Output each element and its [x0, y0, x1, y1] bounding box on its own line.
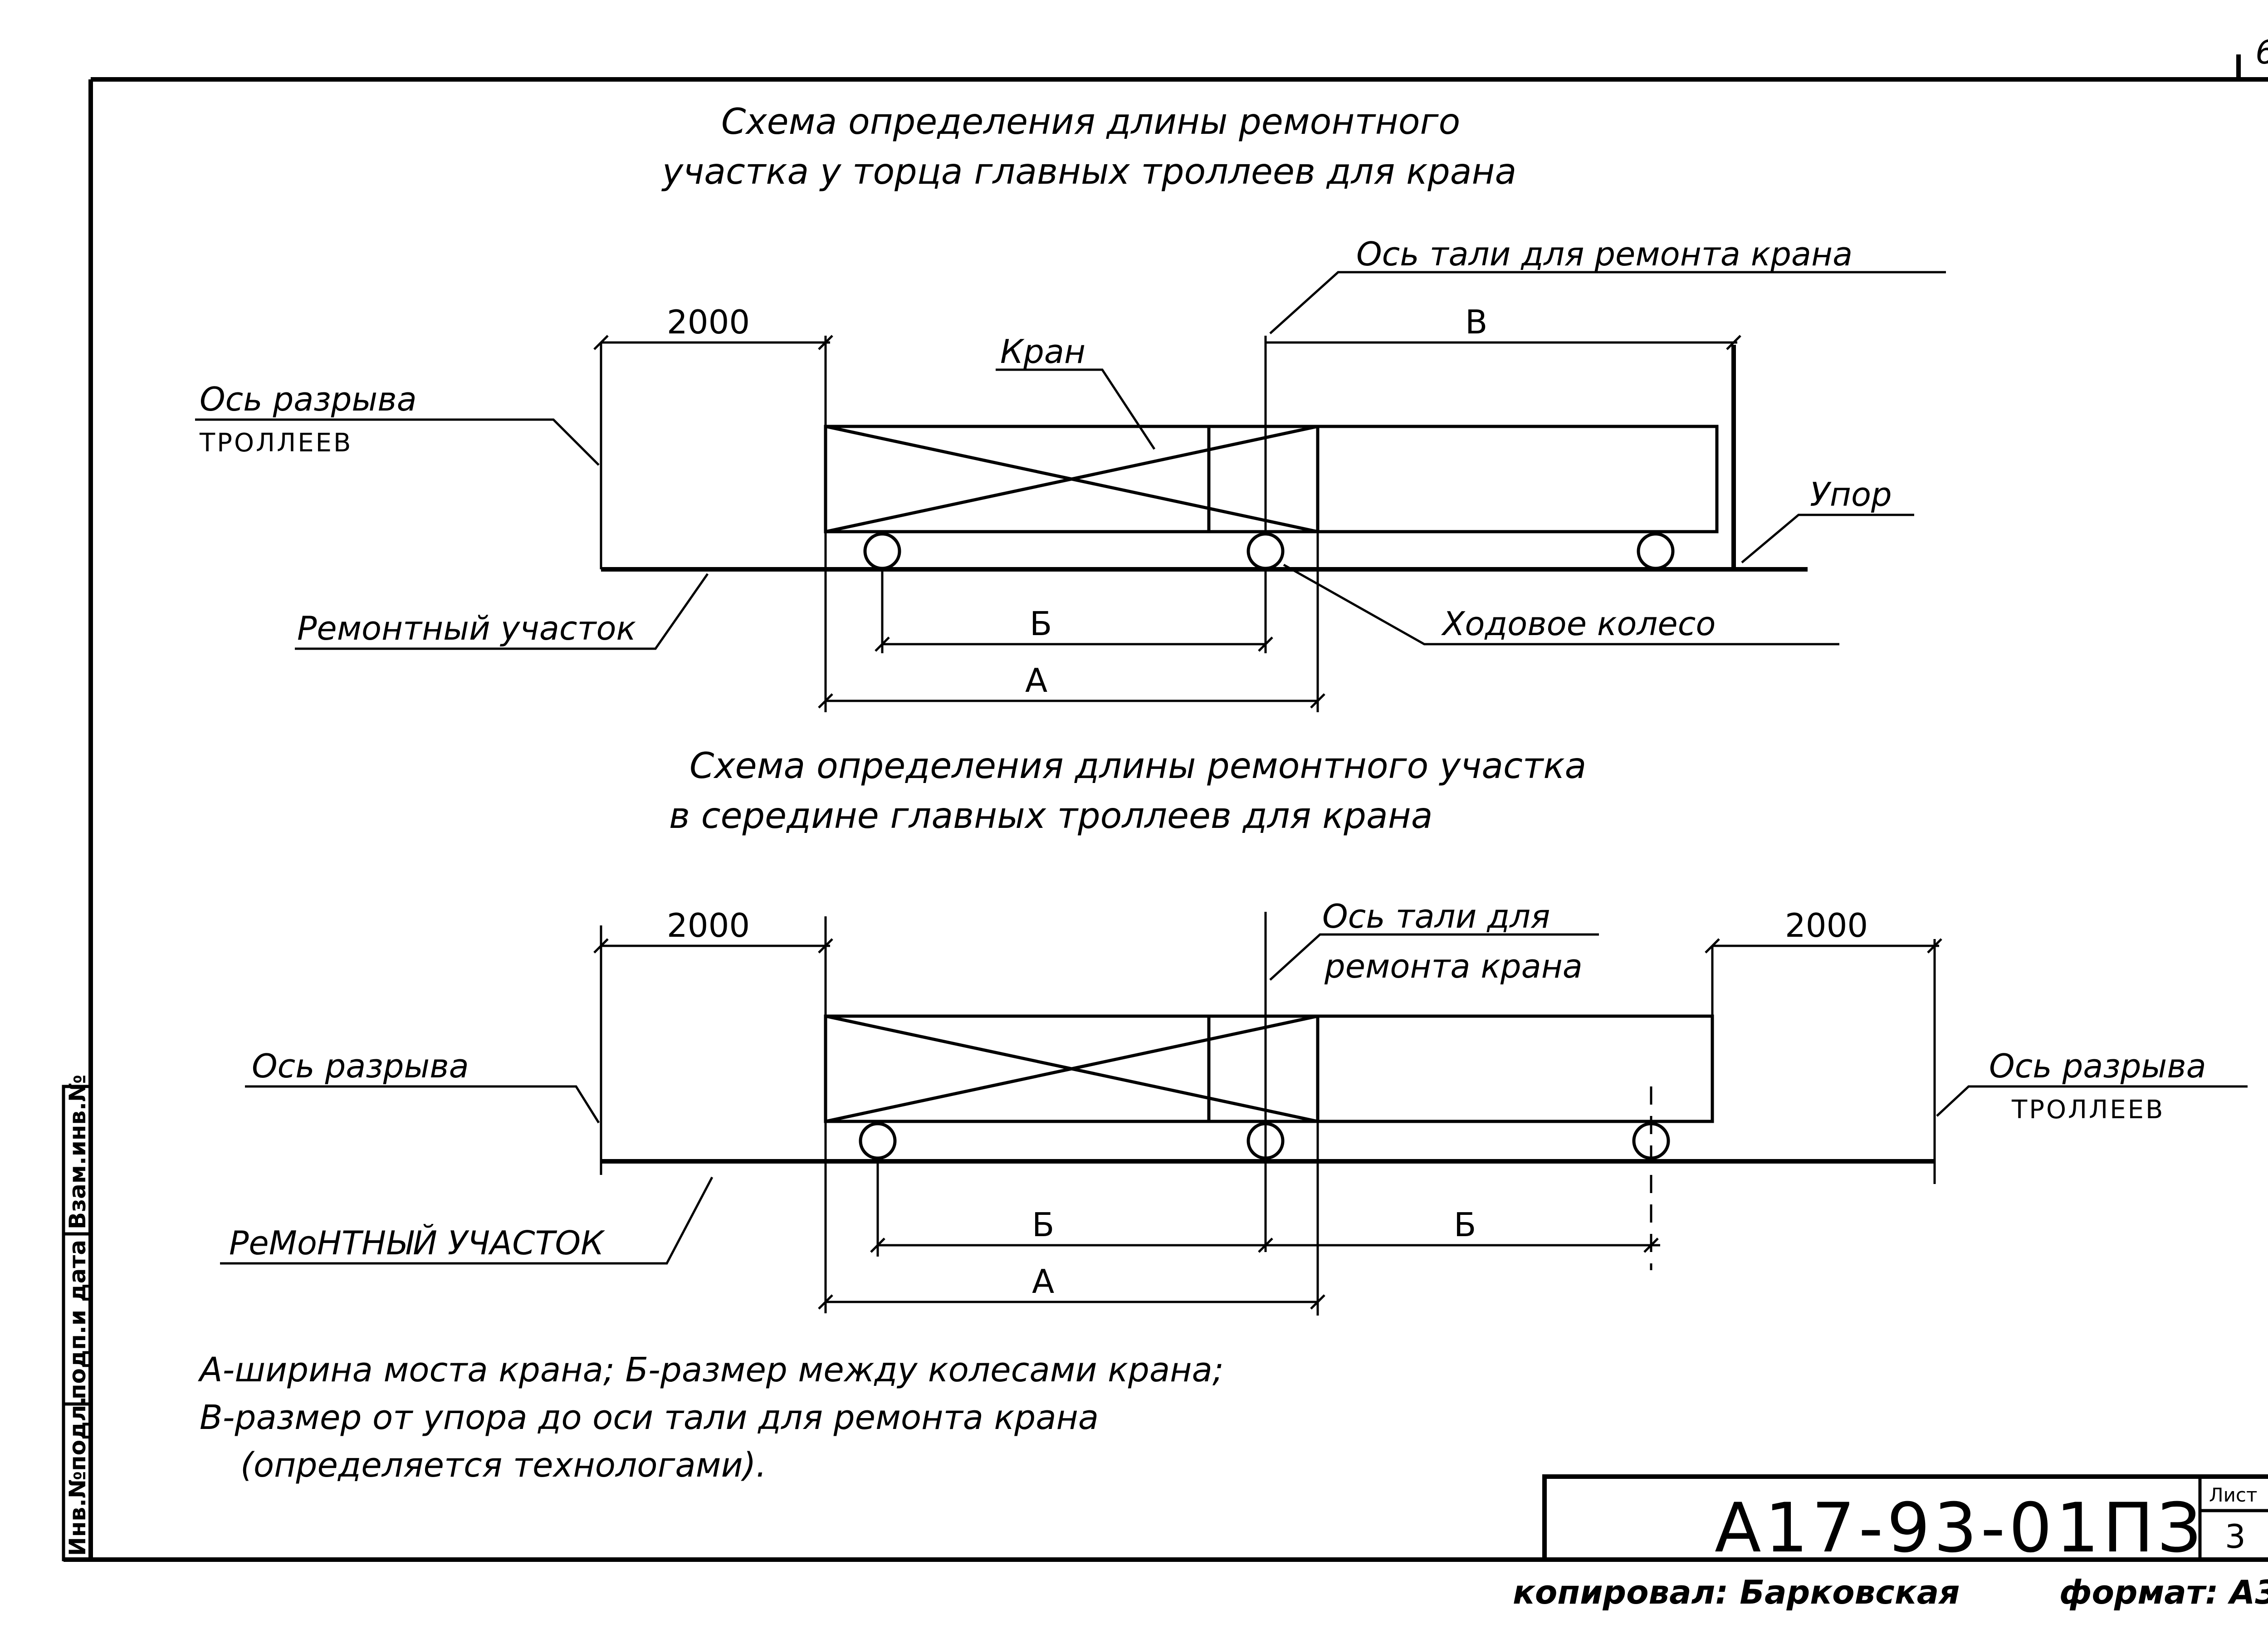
scheme2-label-break-right: Ось разрыва — [1989, 1047, 2206, 1085]
scheme1-dim-width-label: А — [1025, 661, 1047, 700]
scheme2-dim-2000-right-label: 2000 — [1785, 906, 1868, 944]
scheme1-repair-leader — [295, 573, 709, 650]
scheme2-crane-extension — [1316, 1014, 1714, 1123]
scheme1-wheel-leader — [1283, 563, 1839, 646]
sheet-label: Лист — [2209, 1484, 2257, 1506]
scheme1-dim-2000 — [593, 335, 833, 569]
scheme1-dim-2000-label: 2000 — [667, 303, 750, 341]
scheme1-label-hoist-axis: Ось тали для ремонта крана — [1356, 235, 1853, 273]
side-stamp: Инв.№подл. подп.и дата Взам.инв.№ — [62, 1075, 93, 1561]
scheme1-break-leader — [195, 418, 600, 466]
scheme2-dim-2000-left-label: 2000 — [667, 906, 750, 944]
scheme1-label-trolleys: ТРОЛЛЕЕВ — [199, 428, 352, 458]
scheme2-wheel-1 — [859, 1122, 897, 1160]
side-stamp-inv: Инв.№подл. — [64, 1396, 91, 1556]
legend-line3: (определяется технологами). — [240, 1446, 767, 1485]
paper-format: формат: А3 — [2059, 1573, 2268, 1611]
scheme2-label-hoist-line2: ремонта крана — [1324, 947, 1583, 985]
legend: А-ширина моста крана; Б-размер между кол… — [198, 1350, 1224, 1485]
scheme2-dim-wheelbase — [870, 1161, 1660, 1257]
scheme2-crane-bridge — [824, 1014, 1320, 1123]
scheme1-dim-width — [818, 532, 1325, 712]
scheme2-dim-2000-left — [593, 916, 833, 1121]
scheme1-dim-b-upper-label: В — [1465, 303, 1487, 341]
side-stamp-sign: подп.и дата — [64, 1240, 91, 1399]
scheme1-title-line1: Схема определения длины ремонтного — [721, 102, 1460, 142]
copied-by: копировал: Барковская — [1513, 1573, 1960, 1611]
scheme1-stop-leader — [1741, 514, 1914, 563]
scheme1-dim-b-upper — [1264, 335, 1741, 535]
doc-code: А17-93-01ПЗ — [1715, 1489, 2204, 1568]
scheme1-label-repair-section: Ремонтный участок — [297, 609, 636, 647]
scheme1-crane-extension — [1316, 425, 1719, 533]
scheme1-dim-wheelbase-label: Б — [1030, 605, 1052, 643]
scheme2-dim-wheelbase-label-1: Б — [1032, 1206, 1054, 1244]
scheme1-wheel-2 — [1246, 532, 1285, 570]
title-block: А17-93-01ПЗ Лист 3 — [1542, 1474, 2268, 1568]
scheme-2: Схема определения длины ремонтного участ… — [220, 746, 2248, 1316]
sheet-corner-number: 6 — [2255, 33, 2268, 71]
scheme2-label-repair-section: РеМоНТНЫЙ УЧАСТОК — [229, 1224, 605, 1262]
scheme2-repair-leader — [220, 1176, 714, 1265]
scheme1-crane-leader — [996, 368, 1156, 450]
scheme1-title-line2: участка у торца главных троллеев для кра… — [661, 152, 1516, 192]
side-stamp-replace: Взам.инв.№ — [64, 1075, 91, 1229]
scheme1-crane-bridge — [824, 425, 1320, 533]
legend-line1: А-ширина моста крана; Б-размер между кол… — [198, 1350, 1224, 1389]
scheme2-hoist-leader — [1269, 933, 1599, 981]
scheme2-label-trolleys-right: ТРОЛЛЕЕВ — [2011, 1095, 2165, 1125]
scheme2-label-hoist-line1: Ось тали для — [1322, 897, 1550, 935]
scheme1-wheel-1 — [863, 532, 901, 570]
scheme2-dim-2000-right — [1705, 938, 1942, 1016]
scheme2-break-left-leader — [245, 1085, 600, 1124]
scheme2-dim-width-label: А — [1032, 1262, 1054, 1301]
scheme-1: Схема определения длины ремонтного участ… — [195, 102, 1946, 712]
scheme1-dim-wheelbase — [875, 569, 1273, 653]
scheme2-title-line1: Схема определения длины ремонтного участ… — [689, 746, 1586, 787]
scheme1-label-stop: Упор — [1810, 475, 1892, 514]
scheme1-wheel-3 — [1637, 532, 1675, 570]
scheme2-dim-wheelbase-label-2: Б — [1454, 1206, 1476, 1244]
scheme1-label-crane: Кран — [1000, 333, 1085, 371]
legend-line2: В-размер от упора до оси тали для ремонт… — [200, 1398, 1099, 1437]
scheme2-dim-width — [818, 1121, 1325, 1316]
scheme1-hoist-leader — [1269, 271, 1946, 334]
scheme1-label-wheel: Ходовое колесо — [1441, 605, 1716, 643]
sheet-number: 3 — [2225, 1517, 2246, 1556]
scheme2-break-right-leader — [1936, 1085, 2248, 1117]
scheme2-title-line2: в середине главных троллеев для крана — [669, 796, 1433, 837]
scheme1-label-break-axis: Ось разрыва — [200, 380, 417, 418]
scheme2-label-break-left: Ось разрыва — [252, 1047, 469, 1085]
